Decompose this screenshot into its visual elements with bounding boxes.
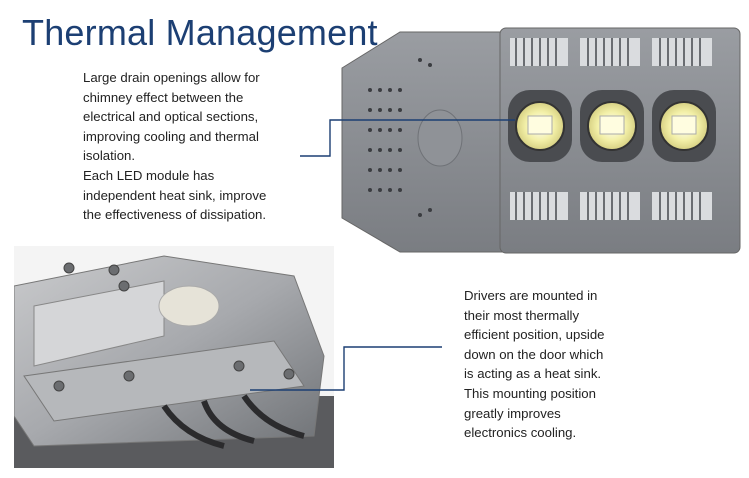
bottom-line: Drivers are mounted in xyxy=(464,288,598,303)
top-line: electrical and optical sections, xyxy=(83,109,259,125)
top-line: the effectiveness of dissipation. xyxy=(83,207,267,223)
bottom-line: down on the door which xyxy=(464,346,604,362)
bottom-line: greatly improves xyxy=(464,405,561,421)
bottom-line: their most thermally xyxy=(464,307,580,323)
top-description: Large drain openings allow for chimney e… xyxy=(83,68,313,225)
led-module xyxy=(508,90,572,162)
led-module xyxy=(652,90,716,162)
bottom-line: is acting as a heat sink. xyxy=(464,366,602,382)
street-light-housing-image xyxy=(341,27,741,254)
top-line: Each LED module has xyxy=(83,167,215,183)
page-title: Thermal Management xyxy=(22,12,378,53)
top-line: improving cooling and thermal xyxy=(83,128,259,144)
bottom-description: Drivers are mounted in their most therma… xyxy=(464,286,664,443)
bottom-line: This mounting position xyxy=(464,385,596,401)
driver-door-photo xyxy=(14,246,334,468)
top-line: Large drain openings allow for xyxy=(83,70,260,85)
top-line: chimney effect between the xyxy=(83,89,244,105)
led-module xyxy=(580,90,644,162)
bottom-line: electronics cooling. xyxy=(464,425,577,441)
bottom-line: efficient position, upside xyxy=(464,327,605,343)
top-line: independent heat sink, improve xyxy=(83,187,267,203)
top-line: isolation. xyxy=(83,148,136,164)
